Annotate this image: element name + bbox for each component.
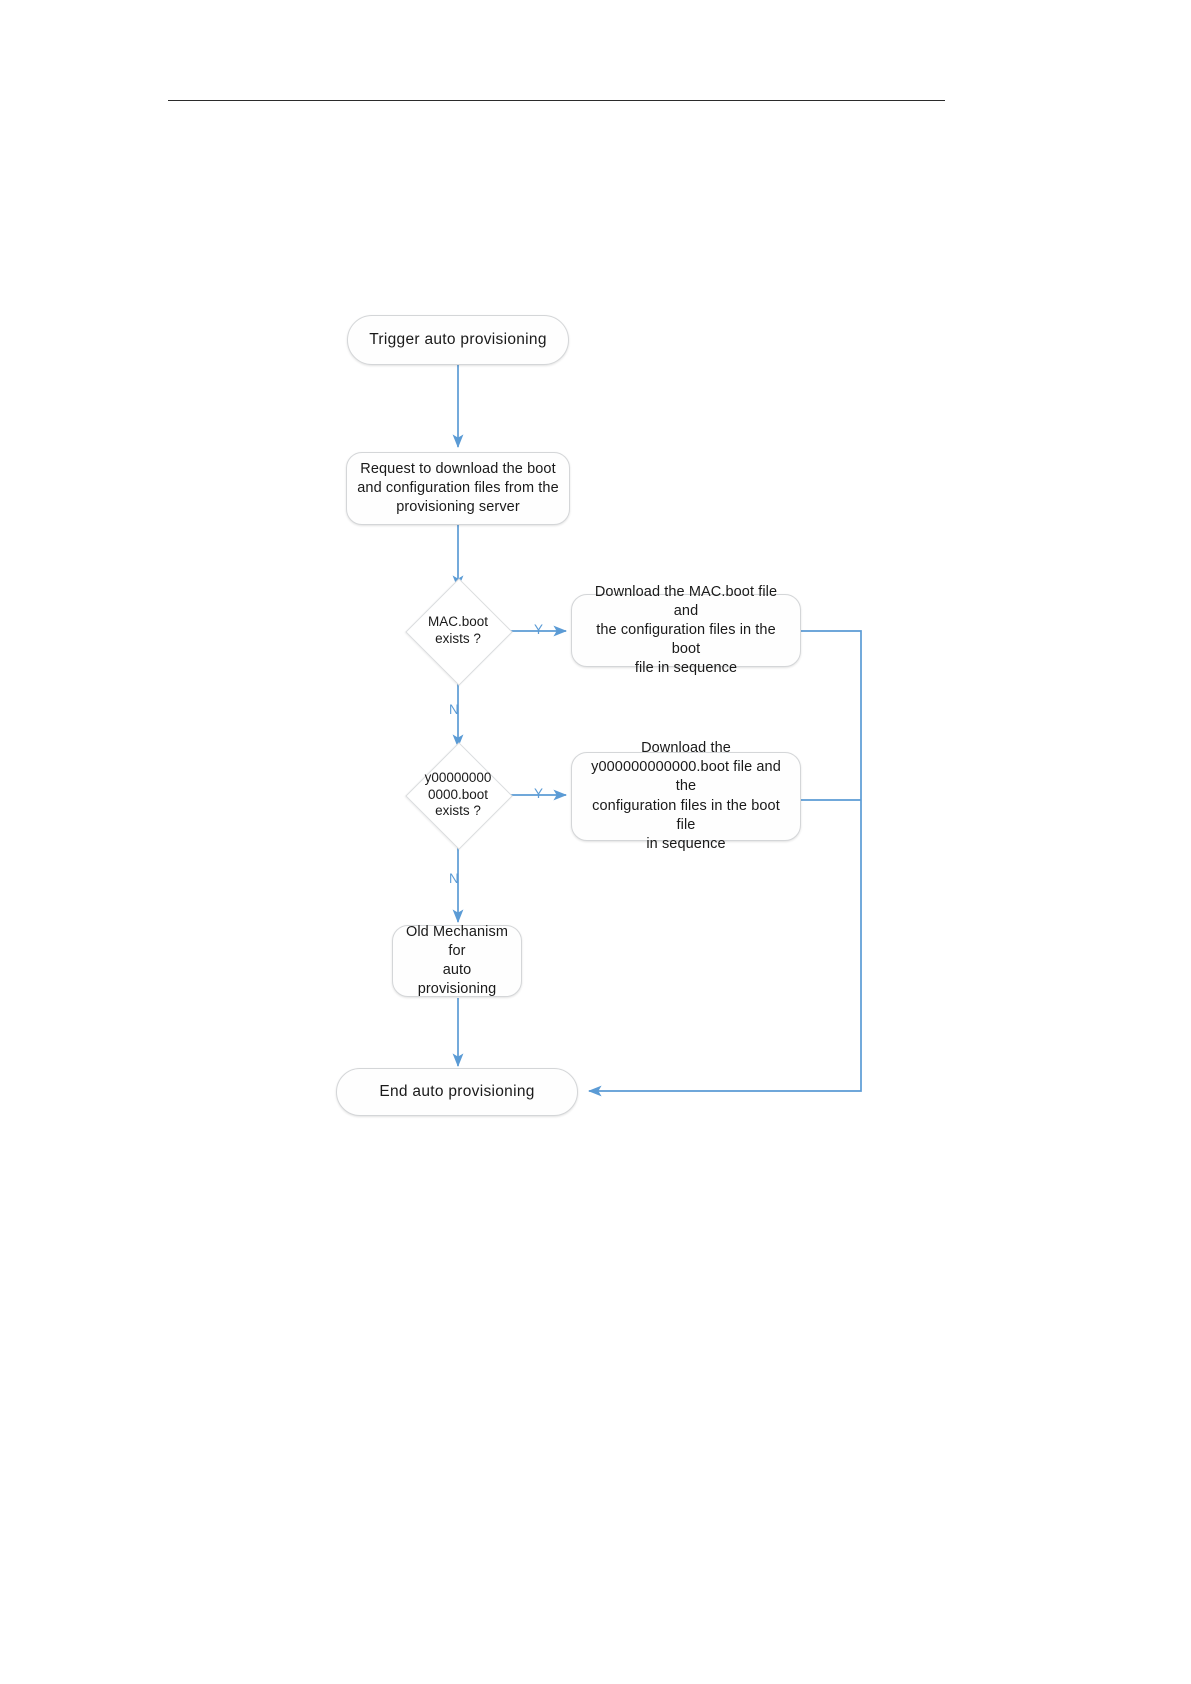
node-download-mac-boot-file[interactable]: Download the MAC.boot file and the confi…: [571, 584, 801, 676]
node-trigger-auto-provisioning[interactable]: Trigger auto provisioning: [347, 315, 569, 365]
node-mac-boot-exists-decision[interactable]: MAC.boot exists ?: [405, 578, 513, 686]
node-end-auto-provisioning[interactable]: End auto provisioning: [336, 1068, 578, 1116]
node-label: Request to download the boot and configu…: [357, 460, 559, 516]
edge-label-mac-yes: Y: [534, 622, 544, 637]
node-label: MAC.boot exists ?: [427, 614, 489, 646]
node-label: Old Mechanism for auto provisioning: [405, 923, 509, 998]
node-label: End auto provisioning: [379, 1082, 535, 1100]
header-rule: [168, 100, 945, 101]
edge-label-y-no: N: [449, 871, 459, 886]
node-label: y00000000 0000.boot exists ?: [424, 769, 492, 819]
edge-label-mac-no: N: [449, 702, 459, 717]
node-label: Download the y000000000000.boot file and…: [591, 740, 781, 852]
node-old-mechanism-auto-provisioning[interactable]: Old Mechanism for auto provisioning: [392, 923, 522, 998]
node-download-y000000000000-boot-file[interactable]: Download the y000000000000.boot file and…: [571, 740, 801, 852]
node-y000000000000-boot-exists-decision[interactable]: y00000000 0000.boot exists ?: [405, 742, 513, 850]
edge-label-y-yes: Y: [534, 786, 544, 801]
node-request-download-boot-files[interactable]: Request to download the boot and configu…: [346, 452, 570, 525]
node-label: Download the MAC.boot file and the confi…: [594, 583, 778, 677]
node-label: Trigger auto provisioning: [369, 330, 547, 348]
